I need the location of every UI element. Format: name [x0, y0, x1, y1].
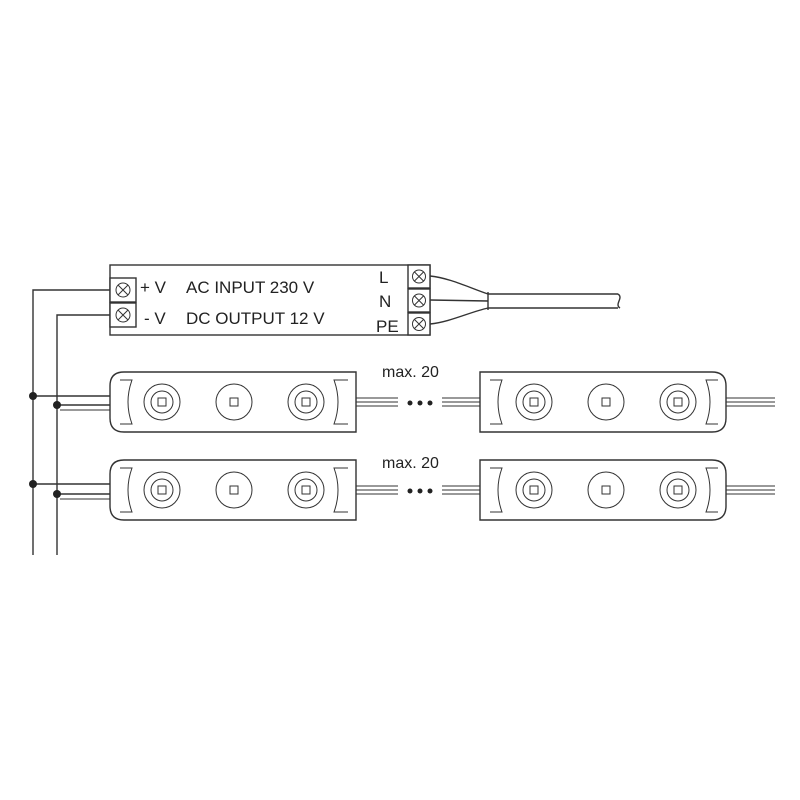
dc-output-label: DC OUTPUT 12 V	[186, 309, 325, 328]
terminal-n	[407, 288, 431, 313]
led-chain-1: max. 20	[29, 364, 775, 433]
screw-terminal-icon	[412, 317, 426, 331]
led-icon	[287, 471, 325, 509]
terminal-pe	[407, 312, 431, 336]
positive-bus-wire	[32, 289, 110, 555]
led-module	[479, 371, 727, 433]
led-icon	[659, 383, 697, 421]
terminal-l-label: L	[379, 268, 388, 287]
screw-terminal-icon	[115, 282, 131, 298]
ellipsis-icon	[407, 400, 433, 406]
dc-plus-terminal	[109, 277, 137, 303]
junction-dot-icon	[29, 480, 37, 488]
led-module	[479, 459, 727, 521]
dc-bus	[32, 289, 110, 555]
led-icon	[215, 383, 253, 421]
junction-dot-icon	[53, 490, 61, 498]
led-icon	[215, 471, 253, 509]
led-icon	[143, 383, 181, 421]
led-icon	[659, 471, 697, 509]
junction-dot-icon	[53, 401, 61, 409]
terminal-pe-label: PE	[376, 317, 399, 336]
terminal-n-label: N	[379, 292, 391, 311]
led-chain-2: max. 20	[29, 455, 775, 521]
led-icon	[287, 383, 325, 421]
led-module	[109, 371, 357, 433]
cable-break	[617, 293, 621, 309]
power-supply-housing	[109, 264, 431, 336]
led-module	[109, 459, 357, 521]
plus-v-label: + V	[140, 278, 167, 297]
max-count-label: max. 20	[382, 455, 439, 472]
dc-minus-terminal	[109, 302, 137, 328]
mains-cable	[429, 275, 621, 325]
terminal-l	[407, 264, 431, 289]
negative-bus-wire	[56, 314, 110, 555]
led-icon	[143, 471, 181, 509]
led-icon	[587, 471, 625, 509]
minus-v-label: - V	[144, 309, 166, 328]
junction-dot-icon	[29, 392, 37, 400]
led-icon	[587, 383, 625, 421]
power-supply: + V - V AC INPUT 230 V DC OUTPUT 12 V L …	[109, 264, 431, 336]
led-icon	[515, 383, 553, 421]
screw-terminal-icon	[412, 293, 426, 308]
led-icon	[515, 471, 553, 509]
screw-terminal-icon	[115, 307, 131, 323]
ac-input-label: AC INPUT 230 V	[186, 278, 315, 297]
ellipsis-icon	[407, 488, 433, 494]
max-count-label: max. 20	[382, 364, 439, 381]
screw-terminal-icon	[412, 269, 426, 284]
